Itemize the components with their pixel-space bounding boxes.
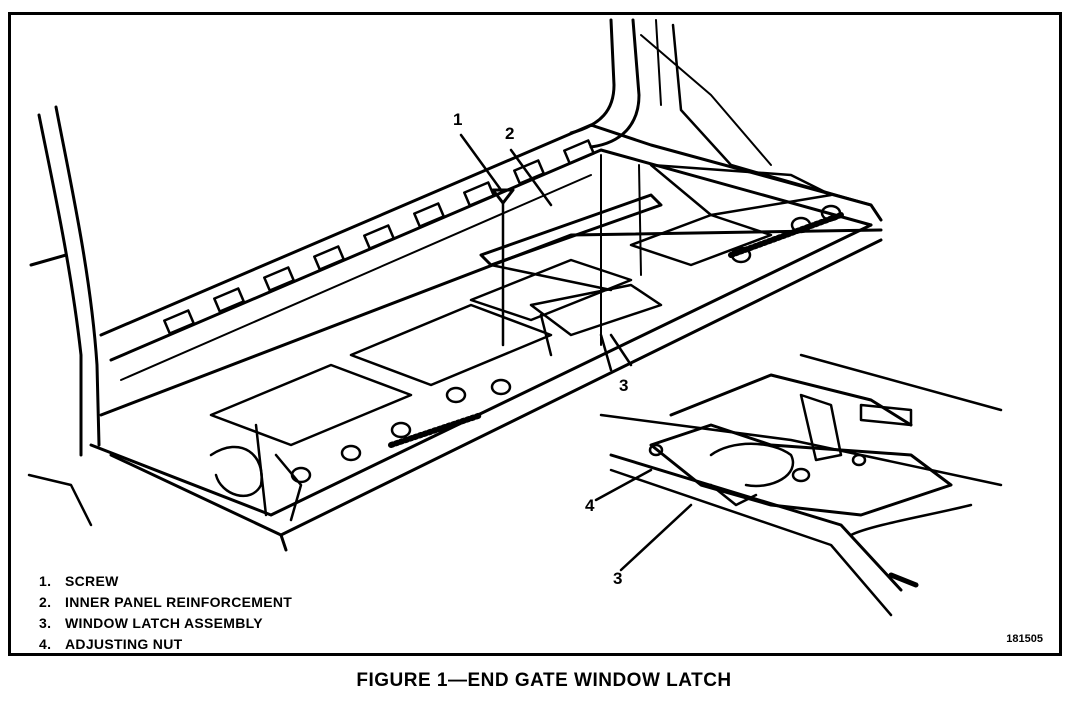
figure-reference-number: 181505 [1006, 633, 1043, 645]
end-gate-latch-illustration [27, 18, 1003, 617]
figure-caption: FIGURE 1—END GATE WINDOW LATCH [356, 670, 732, 691]
end-gate-top-rail [99, 123, 883, 381]
diagram-frame: 1 2 3 4 3 1.SCREW 2.INNER PANEL REINFORC… [8, 12, 1062, 656]
legend-item: 1.SCREW [39, 573, 119, 589]
legend-item: 4.ADJUSTING NUT [39, 636, 183, 652]
callout-1: 1 [453, 110, 463, 129]
body-pillar-right [569, 18, 873, 207]
legend-item: 2.INNER PANEL REINFORCEMENT [39, 594, 293, 610]
inner-panel-reinforcement [479, 193, 663, 367]
screw [491, 154, 642, 347]
callout-leaders [459, 133, 693, 572]
callout-4: 4 [585, 496, 595, 515]
end-gate-inner-panel [89, 163, 883, 552]
callout-3: 3 [619, 376, 629, 395]
latch-detail-inset [599, 353, 1003, 617]
parts-legend: 1.SCREW 2.INNER PANEL REINFORCEMENT 3.WI… [39, 571, 292, 655]
body-pillar-left [27, 105, 101, 527]
legend-item: 3.WINDOW LATCH ASSEMBLY [39, 615, 263, 631]
callout-3-detail: 3 [613, 569, 623, 588]
callout-2: 2 [505, 124, 515, 143]
